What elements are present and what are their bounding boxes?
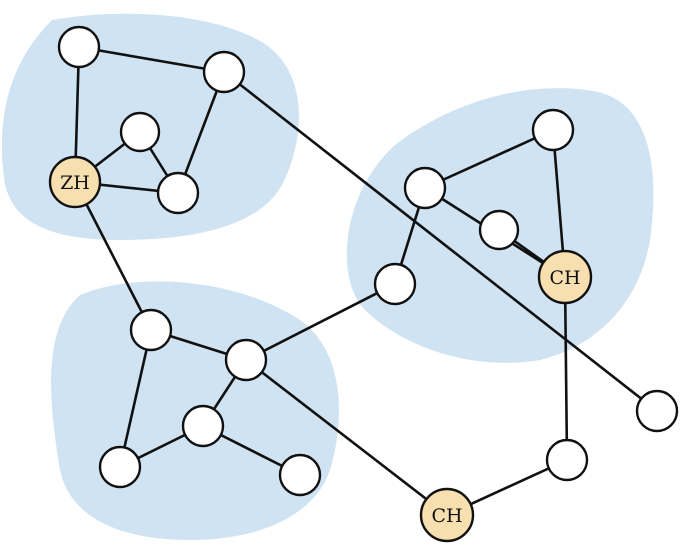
edge-n2-n18 [222, 70, 659, 413]
node-circle [98, 445, 142, 489]
node-circle [545, 438, 589, 482]
node-n10 [373, 262, 417, 306]
node-ch-n16: CH [419, 487, 475, 543]
edge-n2-n5 [176, 70, 226, 195]
edge-n4-n11 [73, 180, 153, 332]
node-label: CH [549, 267, 580, 289]
node-circle [57, 25, 101, 69]
node-circle [478, 209, 520, 251]
node-ch-n9: CH [537, 249, 593, 305]
node-circle [635, 389, 679, 433]
node-circle [181, 404, 225, 448]
node-circle [373, 262, 417, 306]
edge-n11-n14 [118, 328, 153, 469]
node-n11 [129, 308, 173, 352]
node-n18 [635, 389, 679, 433]
node-circle [202, 50, 246, 94]
edge-n10-n12 [244, 282, 397, 362]
node-n3 [119, 111, 161, 153]
node-n13 [181, 404, 225, 448]
node-circle [156, 171, 200, 215]
node-n7 [531, 108, 575, 152]
node-circle [531, 108, 575, 152]
node-circle [129, 308, 173, 352]
node-n12 [224, 338, 268, 382]
node-n8 [478, 209, 520, 251]
node-n5 [156, 171, 200, 215]
node-zh-n4: ZH [48, 155, 102, 209]
node-n17 [545, 438, 589, 482]
node-circle [278, 453, 322, 497]
node-circle [48, 155, 102, 209]
node-n1 [57, 25, 101, 69]
node-n2 [202, 50, 246, 94]
node-circle [403, 166, 447, 210]
node-circle [224, 338, 268, 382]
edge-n12-n16 [244, 358, 449, 517]
node-n6 [403, 166, 447, 210]
node-n14 [98, 445, 142, 489]
node-circle [419, 487, 475, 543]
node-label: ZH [60, 172, 90, 194]
node-circle [119, 111, 161, 153]
edge-n6-n7 [423, 128, 555, 190]
edge-n9-n17 [563, 275, 569, 462]
node-layer: ZH CH CH [48, 25, 679, 543]
node-label: CH [431, 505, 462, 527]
edge-n1-n2 [77, 45, 226, 74]
node-n15 [278, 453, 322, 497]
node-circle [537, 249, 593, 305]
